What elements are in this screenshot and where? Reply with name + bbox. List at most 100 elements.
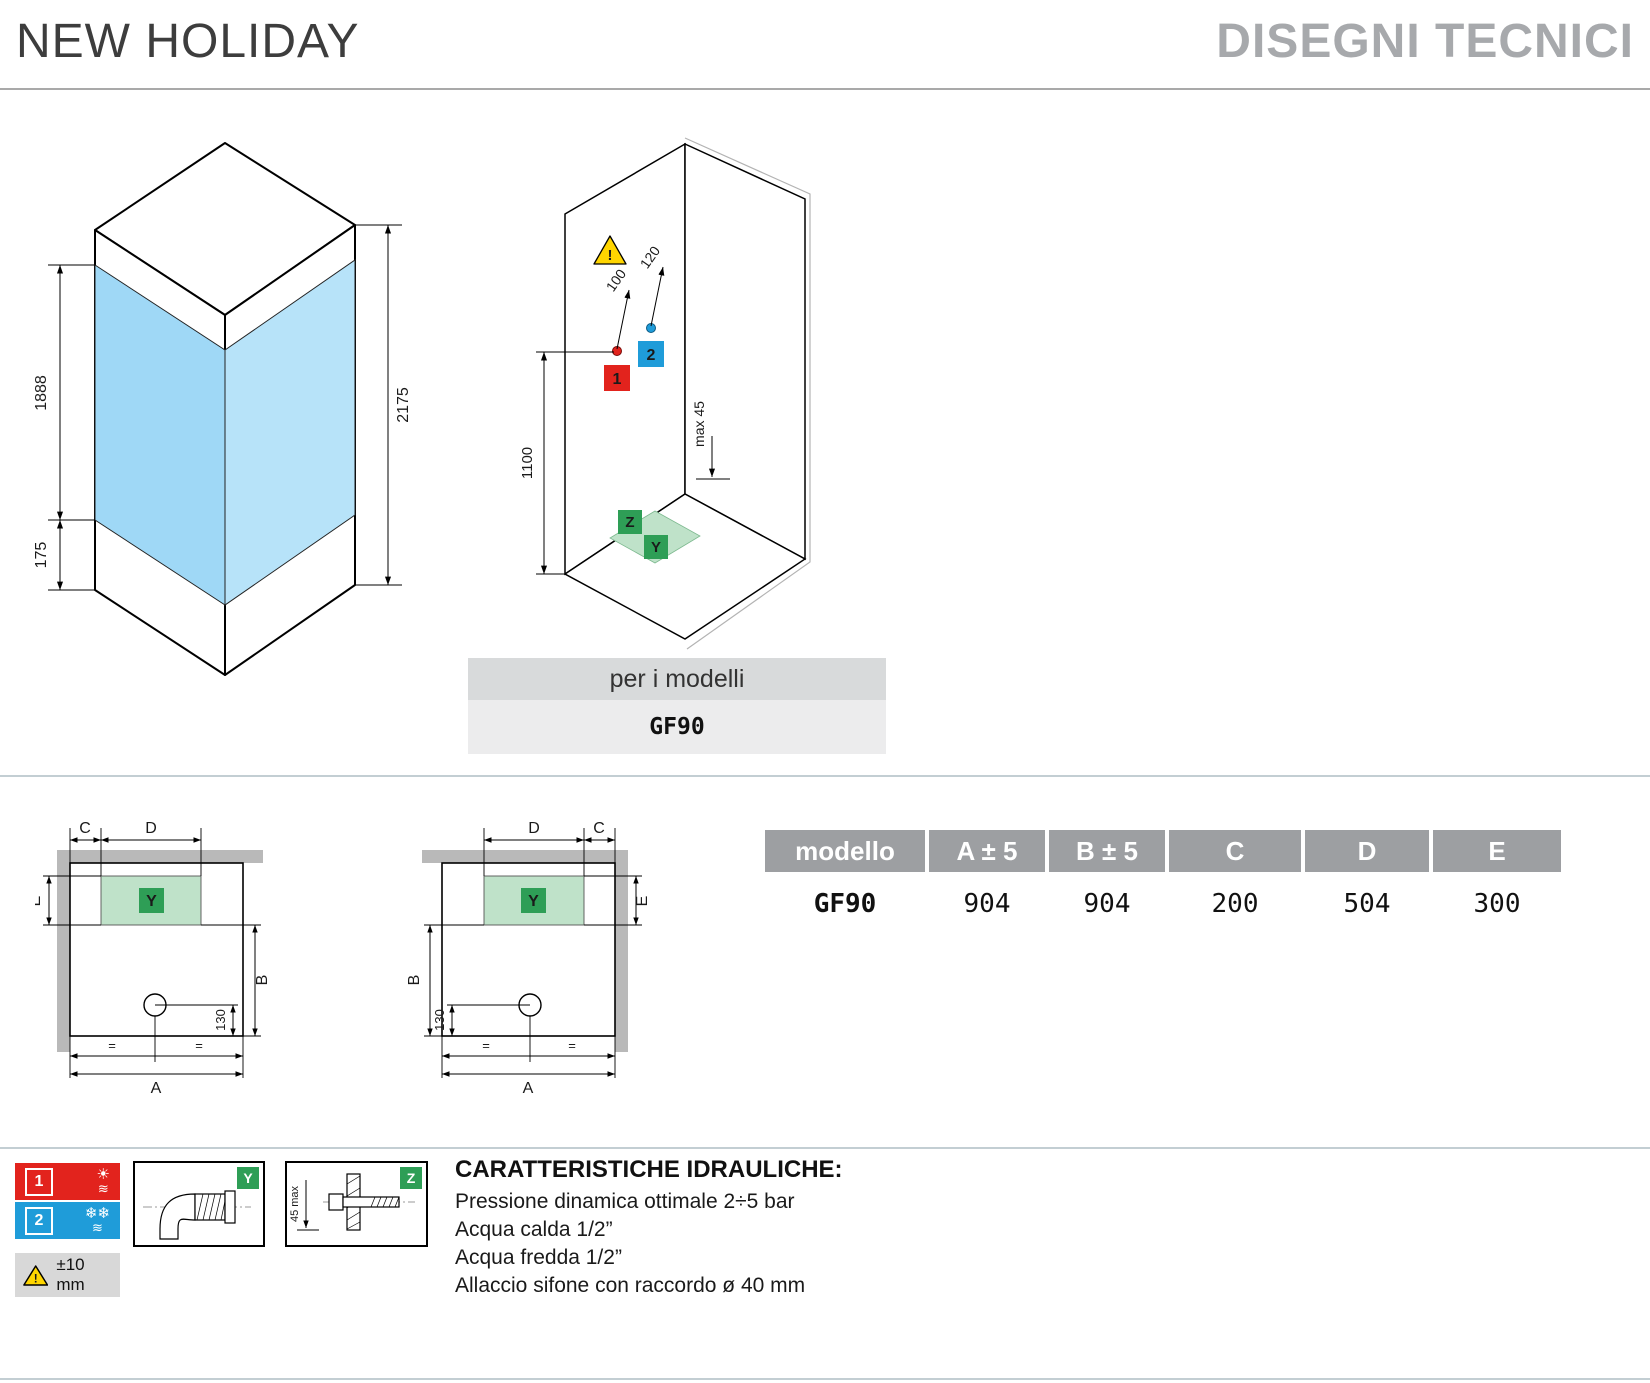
dim-total-height: 2175: [395, 387, 412, 423]
legend-divider: [0, 1147, 1650, 1149]
hydraulics-line: Acqua calda 1/2”: [455, 1218, 613, 1241]
y-tag: Y: [237, 1167, 259, 1189]
hot-number-badge: 1: [25, 1167, 53, 1196]
dim-drain-max: max 45: [691, 401, 707, 447]
dim-c: C: [593, 820, 605, 837]
dim-a: A: [151, 1080, 162, 1097]
dim-b: B: [201, 924, 271, 1037]
col-header-b: B ± 5: [1049, 830, 1165, 872]
models-value-bar: GF90: [468, 700, 886, 754]
dim-c: C: [79, 820, 91, 837]
cell-d: 504: [1343, 889, 1391, 919]
col-header-d: D: [1305, 830, 1429, 872]
marker-hot-label: 1: [613, 371, 622, 388]
cold-number-badge: 2: [25, 1206, 53, 1235]
cold-water-icon: ❄❄ ≋: [84, 1204, 110, 1235]
dims-bottom: = = A: [69, 1016, 244, 1097]
svg-text:E: E: [35, 896, 44, 907]
legend-tolerance: ! ±10 mm: [15, 1253, 120, 1297]
plan-right-drawing: Y D C E B 130 = = A: [406, 820, 650, 1097]
marker-cold-label: 2: [647, 347, 656, 364]
svg-text:!: !: [608, 247, 613, 264]
dim-a: A: [523, 1080, 534, 1097]
z-tag: Z: [400, 1167, 422, 1189]
dim-e: E: [584, 875, 650, 926]
marker-y-label: Y: [146, 893, 157, 910]
cabin-dim-right: 2175: [355, 224, 412, 586]
svg-text:B: B: [254, 975, 271, 986]
svg-text:130: 130: [213, 1009, 228, 1031]
waves-icon: ≋: [91, 1219, 103, 1235]
marker-hot: [604, 365, 630, 391]
hydraulics-line: Acqua fredda 1/2”: [455, 1246, 622, 1269]
header-divider: [0, 88, 1650, 90]
dim-inlet-height: 1100: [520, 447, 536, 479]
equal-mark: =: [568, 1038, 576, 1053]
cell-b: 904: [1083, 889, 1131, 919]
svg-text:!: !: [34, 1272, 38, 1285]
floor: [563, 493, 807, 640]
page-title: NEW HOLIDAY: [16, 15, 360, 68]
svg-text:130: 130: [432, 1009, 447, 1031]
inlet-height-dim: 1100: [520, 351, 614, 575]
thread-hatch: [370, 1196, 400, 1208]
legend-y-fitting: Y: [133, 1161, 265, 1247]
z-dim-label: 45 max: [289, 1185, 301, 1222]
cell-c: 200: [1211, 889, 1259, 919]
equal-mark: =: [482, 1038, 490, 1053]
drain-max-dim: max 45: [691, 401, 730, 480]
iso-cabin-drawing: 1888 175 2175: [33, 142, 412, 676]
bottom-divider: [0, 1378, 1650, 1380]
equal-mark: =: [195, 1038, 203, 1053]
marker-y: [644, 535, 668, 559]
spec-table: modello A ± 5 B ± 5 C D E GF90 904 904 2…: [765, 830, 1561, 930]
dim-d: D: [145, 820, 157, 837]
marker-y: [139, 888, 164, 913]
equal-mark: =: [108, 1038, 116, 1053]
dim-e: E: [35, 875, 101, 926]
dim-130: 130: [432, 1004, 530, 1036]
marker-z-label: Z: [625, 514, 634, 531]
warning-icon: !: [593, 235, 627, 265]
hydraulics-line: Allaccio sifone con raccordo ø 40 mm: [455, 1274, 806, 1297]
thread-hatch: [196, 1193, 226, 1221]
dim-tray-height: 175: [33, 542, 50, 569]
snowflake-icon: ❄❄: [84, 1204, 110, 1222]
outer-wall-edge: [684, 137, 811, 650]
dim-b: B: [406, 924, 484, 1037]
marker-y-label: Y: [528, 893, 539, 910]
back-right-wall: [684, 142, 806, 561]
cell-model: GF90: [813, 889, 877, 919]
models-caption-bar: per i modelli: [468, 658, 886, 700]
legend-hot-water: 1 ☀ ≋: [15, 1163, 120, 1200]
dims-top: C D: [69, 820, 202, 876]
marker-y: [521, 888, 546, 913]
cell-a: 904: [963, 889, 1011, 919]
wall-strip-top: [422, 850, 628, 863]
dims-top: D C: [483, 820, 616, 876]
wall-fitting-icon: 45 max: [289, 1173, 415, 1231]
cabin-glass-right: [224, 259, 356, 606]
sun-icon: ☀: [96, 1165, 110, 1183]
plan-left-drawing: Y C D E B 130 = = A: [35, 820, 271, 1097]
col-header-a: A ± 5: [929, 830, 1045, 872]
dims-bottom: = = A: [441, 1016, 616, 1097]
cabin-dim-left: 1888 175: [33, 264, 95, 591]
dim-d: D: [528, 820, 540, 837]
tolerance-label: ±10 mm: [56, 1255, 85, 1294]
col-header-modello: modello: [765, 830, 925, 872]
marker-y-label: Y: [651, 539, 661, 556]
col-header-c: C: [1169, 830, 1301, 872]
iso-plumbing-drawing: Z Y ! 1 2 100 120 1100 max 45: [520, 137, 811, 650]
hydraulics-block: CARATTERISTICHE IDRAULICHE: Pressione di…: [455, 1156, 843, 1300]
wall-strip-right: [615, 850, 628, 1052]
hydraulics-line: Pressione dinamica ottimale 2÷5 bar: [455, 1190, 795, 1213]
mid-divider: [0, 775, 1650, 777]
hydraulics-title: CARATTERISTICHE IDRAULICHE:: [455, 1156, 843, 1183]
marker-cold: [638, 341, 664, 367]
svg-text:B: B: [406, 975, 423, 986]
cell-e: 300: [1473, 889, 1521, 919]
marker-z: [618, 510, 642, 534]
col-header-e: E: [1433, 830, 1561, 872]
legend-z-fitting: Z 45 max: [285, 1161, 428, 1247]
